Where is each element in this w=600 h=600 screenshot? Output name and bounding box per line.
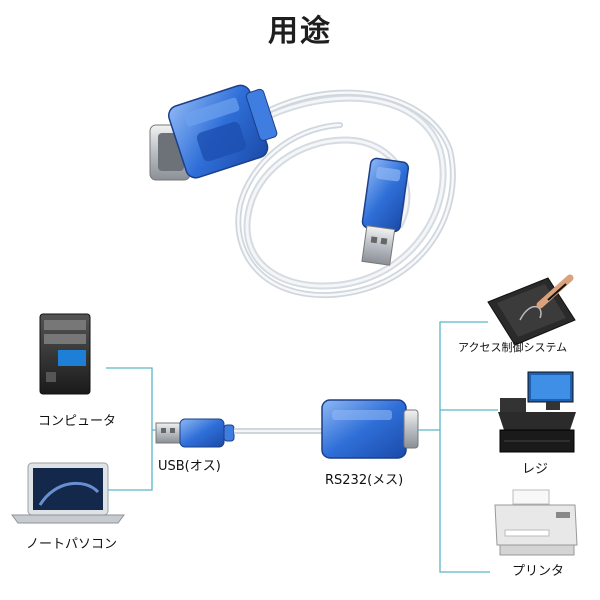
cash-register-icon <box>498 371 576 453</box>
usb-plug-diagram <box>155 418 235 448</box>
computer-label: コンピュータ <box>38 414 117 429</box>
usb-label: USB(オス) <box>158 459 221 474</box>
db9-connector-photo <box>149 84 278 181</box>
printer-icon <box>494 489 578 556</box>
printer-label: プリンタ <box>512 564 565 579</box>
notebook-label: ノートパソコン <box>26 537 118 552</box>
usb-connector-photo <box>361 157 410 266</box>
access-control-label: アクセス制御システム <box>458 341 568 354</box>
signature-tablet-icon <box>487 274 576 346</box>
desktop-computer-icon <box>39 313 91 395</box>
connector-lines <box>106 321 498 573</box>
rs232-label: RS232(メス) <box>325 473 404 488</box>
cable-coil-photo <box>235 89 456 299</box>
db9-plug-diagram <box>321 399 419 459</box>
laptop-icon <box>11 462 125 524</box>
register-label: レジ <box>522 462 549 477</box>
page-title: 用途 <box>268 14 332 49</box>
